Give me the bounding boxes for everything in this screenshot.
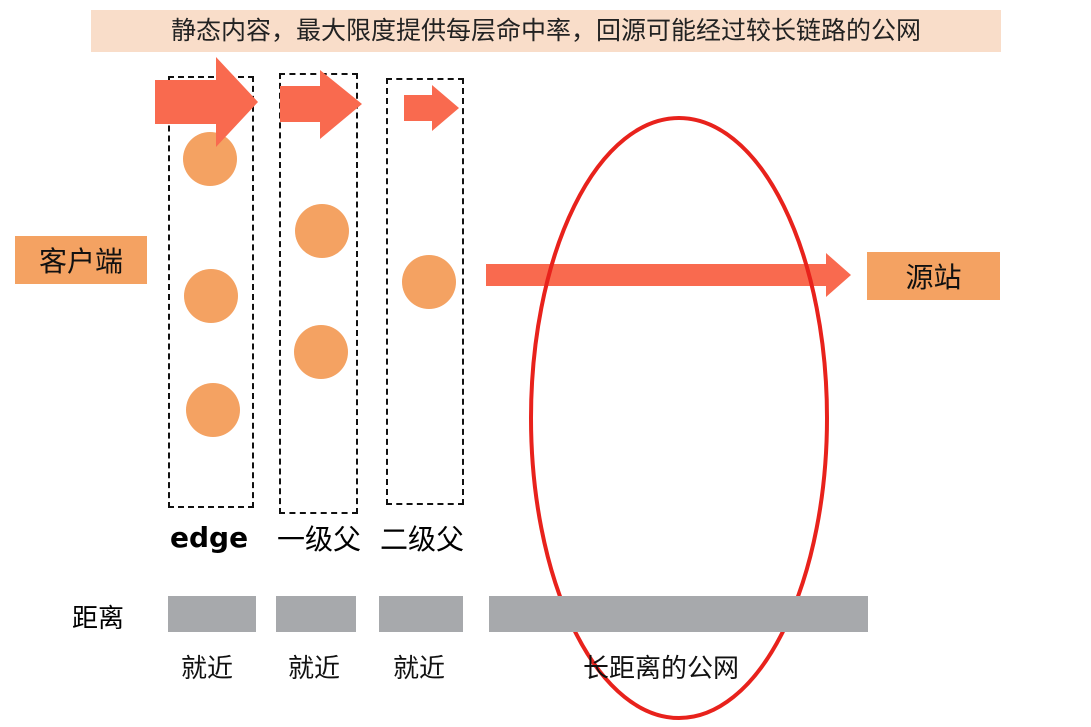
- parent2-node: [402, 255, 456, 309]
- parent2-tier-column: [386, 78, 464, 505]
- distance-note-edge: 就近: [181, 654, 234, 684]
- distance-note-parent2: 就近: [393, 654, 446, 684]
- distance-note-public-network: 长距离的公网: [583, 654, 740, 684]
- origin-fetch-arrow: [486, 253, 851, 297]
- public-network-highlight-ring: [529, 116, 829, 720]
- edge-node: [183, 132, 237, 186]
- parent1-node: [294, 325, 348, 379]
- tier-label-edge: edge: [170, 521, 249, 554]
- parent1-tier-column: [279, 73, 358, 514]
- parent1-node: [295, 204, 349, 258]
- client-box: 客户端: [15, 236, 147, 284]
- edge-tier-column: [168, 76, 254, 508]
- distance-bar-edge: [168, 596, 256, 632]
- banner-caption: 静态内容，最大限度提供每层命中率，回源可能经过较长链路的公网: [91, 10, 1001, 52]
- origin-label: 源站: [905, 261, 962, 294]
- edge-node: [186, 383, 240, 437]
- distance-bar-parent2: [379, 596, 463, 632]
- edge-node: [184, 269, 238, 323]
- parent2-hit-arrow: [404, 85, 459, 131]
- parent1-hit-arrow: [280, 70, 362, 139]
- distance-label: 距离: [72, 604, 125, 634]
- distance-bar-public-network: [489, 596, 868, 632]
- origin-box: 源站: [867, 252, 1000, 300]
- tier-label-parent1: 一级父: [277, 523, 362, 556]
- distance-bar-parent1: [276, 596, 356, 632]
- client-label: 客户端: [38, 245, 123, 278]
- distance-note-parent1: 就近: [288, 654, 341, 684]
- tier-label-parent2: 二级父: [380, 523, 465, 556]
- edge-hit-arrow: [155, 57, 258, 147]
